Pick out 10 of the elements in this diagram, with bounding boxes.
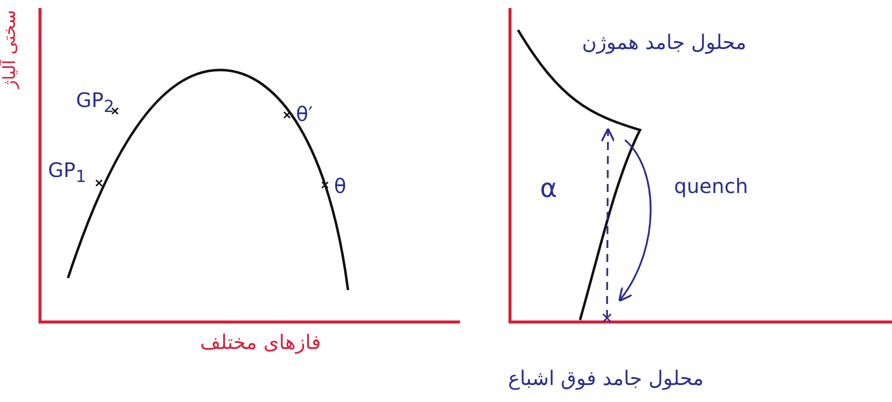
region-label: محلول جامد هموژن	[582, 32, 746, 52]
axis-title: سختی آلیاژ	[2, 10, 19, 88]
process-label: quench	[674, 176, 748, 196]
axis-title: فازهای مختلف	[200, 332, 321, 352]
point-label: GP$_{2}$	[76, 90, 114, 116]
phase-label: α	[540, 176, 558, 202]
point-label: θ	[334, 176, 346, 196]
region-label: محلول جامد فوق اشباع	[508, 368, 704, 388]
point-label: GP$_{1}$	[48, 160, 86, 186]
point-label: θ′	[296, 104, 313, 124]
